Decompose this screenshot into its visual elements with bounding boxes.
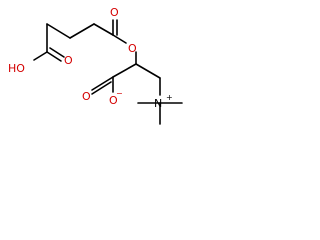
atom-labels: HO O O O O O N: [8, 6, 162, 110]
label-o-carboxylate: O: [109, 94, 118, 107]
bond-c5-o-double-2: [49, 47, 65, 58]
charge-n-plus: +: [166, 93, 173, 102]
bond-c5-ho: [33, 51, 48, 61]
bond-c1-o-ester: [112, 34, 127, 44]
bond-ccarboxyl-o-bottom: [91, 76, 114, 91]
bonds: [33, 19, 183, 125]
bond-c1-c2: [93, 23, 114, 36]
label-o-bottom: O: [82, 90, 91, 103]
bond-c5-o-double: [46, 51, 62, 62]
label-o-left-carbonyl: O: [64, 54, 73, 67]
bond-ccarboxyl-o-bottom-2: [91, 81, 112, 95]
bond-calpha-ccarboxyl: [112, 63, 137, 78]
bond-calpha-ch2: [135, 63, 161, 79]
charges: − +: [116, 89, 173, 102]
label-n: N: [154, 97, 162, 110]
molecule-structure: HO O O O O O N − +: [8, 6, 183, 125]
label-o-ester: O: [128, 42, 137, 55]
label-o-top: O: [110, 6, 119, 19]
charge-o-minus: −: [116, 89, 123, 98]
bond-c2-c3: [69, 23, 95, 39]
label-ho: HO: [8, 62, 25, 75]
bond-c3-c4: [46, 23, 71, 39]
